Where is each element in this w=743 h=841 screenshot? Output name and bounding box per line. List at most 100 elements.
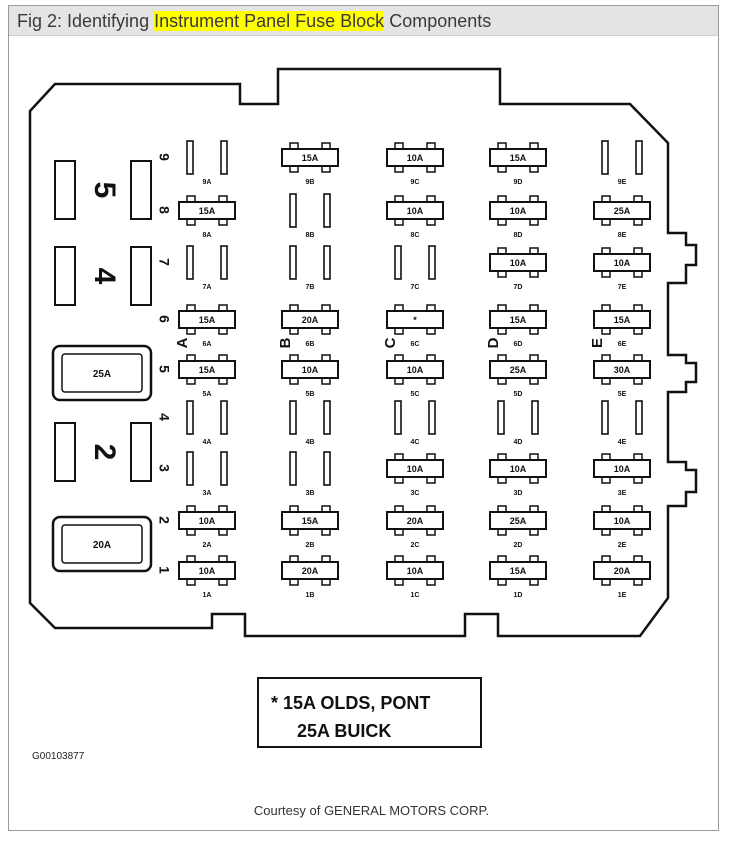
position-label-3D: 3D (514, 490, 523, 497)
position-label-8D: 8D (514, 232, 523, 239)
row-label-3: 3 (156, 464, 172, 472)
empty-slot-4D-left (497, 400, 505, 435)
fuse-rating-1B: 20A (302, 566, 319, 576)
empty-slot-3B-left (289, 451, 297, 486)
fuse-position-7B: 7B (289, 245, 331, 291)
position-label-1D: 1D (514, 592, 523, 599)
position-label-2E: 2E (618, 542, 627, 549)
fuse-position-4E: 4E (601, 400, 643, 446)
fuse-rating-8A: 15A (199, 206, 216, 216)
relay-5: 5 (54, 160, 152, 220)
fuse-6E (593, 310, 651, 329)
column-label-C: C (382, 337, 399, 348)
relay-4: 4 (54, 246, 152, 306)
fuse-position-3B: 3B (289, 451, 331, 497)
position-label-2B: 2B (306, 542, 315, 549)
fuse-position-6D: 15A 6D (489, 304, 547, 348)
fuse-5C (386, 360, 444, 379)
fuse-5D (489, 360, 547, 379)
position-label-9B: 9B (306, 179, 315, 186)
empty-slot-9E-left (601, 140, 609, 175)
position-label-4B: 4B (306, 439, 315, 446)
empty-slot-4A-right (220, 400, 228, 435)
fuse-rating-3E: 10A (614, 464, 631, 474)
fuse-1C (386, 561, 444, 580)
fuse-rating-6E: 15A (614, 315, 631, 325)
fuse-position-9D: 15A 9D (489, 142, 547, 186)
fuse-block-outline (28, 67, 698, 638)
position-label-3E: 3E (618, 490, 627, 497)
fuse-position-4C: 4C (394, 400, 436, 446)
fuse-position-3A: 3A (186, 451, 228, 497)
fuse-3E (593, 459, 651, 478)
position-label-6B: 6B (306, 341, 315, 348)
position-label-1C: 1C (411, 592, 420, 599)
fuse-1B (281, 561, 339, 580)
fuse-position-4B: 4B (289, 400, 331, 446)
position-label-6D: 6D (514, 341, 523, 348)
fuse-rating-2B: 15A (302, 516, 319, 526)
fuse-position-4A: 4A (186, 400, 228, 446)
maxi-fuse-rating-2: 20A (93, 540, 111, 551)
position-label-5C: 5C (411, 391, 420, 398)
position-label-2A: 2A (203, 542, 212, 549)
empty-slot-4C-left (394, 400, 402, 435)
position-label-3B: 3B (306, 490, 315, 497)
fuse-position-2B: 15A 2B (281, 505, 339, 549)
empty-slot-8B-left (289, 193, 297, 228)
column-label-E: E (589, 338, 606, 348)
empty-slot-4D-right (531, 400, 539, 435)
fuse-rating-5D: 25A (510, 365, 527, 375)
row-label-8: 8 (156, 206, 172, 214)
fuse-6D (489, 310, 547, 329)
fuse-7D (489, 253, 547, 272)
position-label-8A: 8A (203, 232, 212, 239)
fuse-position-8B: 8B (289, 193, 331, 239)
fuse-position-8A: 15A 8A (178, 195, 236, 239)
fuse-rating-6B: 20A (302, 315, 319, 325)
position-label-7A: 7A (203, 284, 212, 291)
position-label-6E: 6E (618, 341, 627, 348)
position-label-9E: 9E (618, 179, 627, 186)
position-label-5D: 5D (514, 391, 523, 398)
fuse-rating-5C: 10A (407, 365, 424, 375)
fuse-5B (281, 360, 339, 379)
empty-slot-9A-left (186, 140, 194, 175)
empty-slot-4C-right (428, 400, 436, 435)
position-label-9D: 9D (514, 179, 523, 186)
fuse-rating-9D: 15A (510, 153, 527, 163)
row-label-6: 6 (156, 315, 172, 323)
fuse-5A (178, 360, 236, 379)
column-label-A: A (174, 337, 191, 348)
position-label-3C: 3C (411, 490, 420, 497)
fuse-rating-7D: 10A (510, 258, 527, 268)
position-label-7C: 7C (411, 284, 420, 291)
fuse-rating-6D: 15A (510, 315, 527, 325)
position-label-6C: 6C (411, 341, 420, 348)
empty-slot-4A-left (186, 400, 194, 435)
position-label-9A: 9A (203, 179, 212, 186)
position-label-5B: 5B (306, 391, 315, 398)
fuse-rating-8D: 10A (510, 206, 527, 216)
fuse-3C (386, 459, 444, 478)
position-label-4E: 4E (618, 439, 627, 446)
fuse-2D (489, 511, 547, 530)
relay-2: 2 (54, 422, 152, 482)
position-label-4D: 4D (514, 439, 523, 446)
fuse-3D (489, 459, 547, 478)
fuse-2A (178, 511, 236, 530)
